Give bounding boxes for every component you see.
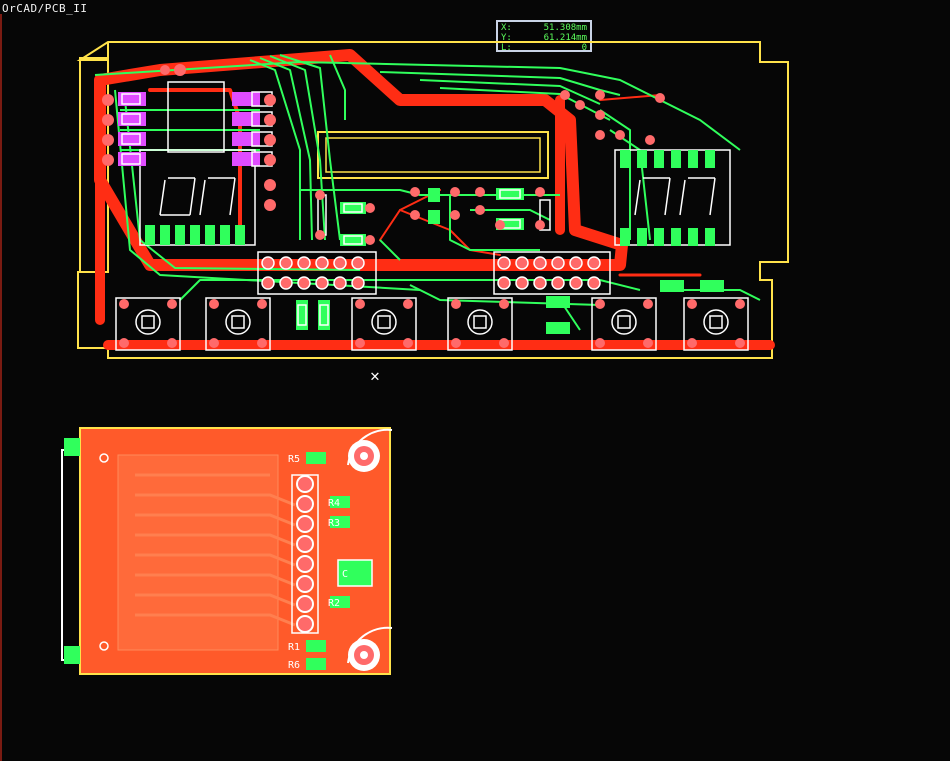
push-button: [683, 297, 749, 351]
y-value: 61.214mm: [543, 33, 587, 43]
x-value: 51.308mm: [543, 23, 587, 33]
layer-label: L:: [501, 43, 512, 53]
app-title: OrCAD/PCB_II: [2, 2, 88, 15]
lower-board-rail: [61, 449, 78, 661]
ref-r1: R1: [288, 642, 300, 653]
crosshair-cursor-icon: ✕: [370, 366, 380, 385]
left-edge-pads: [102, 64, 276, 211]
left-header: [257, 251, 377, 295]
coordinate-readout: X: 51.308mm Y: 61.214mm L: 0: [496, 20, 592, 53]
rail-top-pad: [64, 438, 80, 456]
ref-r2: R2: [328, 598, 340, 609]
ref-r3: R3: [328, 518, 340, 529]
x-label: X:: [501, 23, 512, 33]
pour-traces: [135, 473, 296, 627]
left-display-pads: [145, 225, 245, 245]
ref-r4: R4: [328, 498, 340, 509]
lower-pin-column: [291, 474, 319, 634]
button-resistors: [296, 280, 724, 334]
ref-r5: R5: [288, 454, 300, 465]
push-button-row: [115, 297, 749, 351]
push-button: [591, 297, 657, 351]
pour-inner-region: [117, 454, 279, 651]
right-display-pads: [620, 150, 715, 246]
right-header: [493, 251, 611, 295]
mounting-mark: [99, 641, 109, 651]
push-button: [115, 297, 181, 351]
y-coordinate-row: Y: 61.214mm: [501, 33, 587, 43]
display-window-outline: [317, 131, 549, 179]
left-resistor-array: [118, 91, 273, 167]
push-button: [447, 297, 513, 351]
y-label: Y:: [501, 33, 512, 43]
lower-resistors: [306, 452, 373, 670]
x-coordinate-row: X: 51.308mm: [501, 23, 587, 33]
center-pads: [315, 187, 545, 245]
ref-c: C: [342, 569, 348, 580]
push-button: [351, 297, 417, 351]
mounting-hole-top: [347, 428, 393, 472]
mounting-mark: [99, 453, 109, 463]
layer-row: L: 0: [501, 43, 587, 53]
upper-board-outline-left-notch: [79, 42, 109, 273]
ref-r6: R6: [288, 660, 300, 671]
lower-board[interactable]: R5 R4 R3 C R2 R1 R6: [61, 427, 393, 675]
right-top-pads: [560, 90, 665, 145]
center-components: [317, 188, 551, 246]
display-window-inner: [325, 137, 541, 173]
push-button: [205, 297, 271, 351]
layer-value: 0: [581, 43, 587, 53]
rail-bottom-pad: [64, 646, 80, 664]
mounting-hole-bottom: [347, 626, 393, 671]
upper-board[interactable]: [76, 41, 789, 359]
top-copper-layer: [94, 54, 761, 331]
window-left-border: [0, 14, 2, 761]
